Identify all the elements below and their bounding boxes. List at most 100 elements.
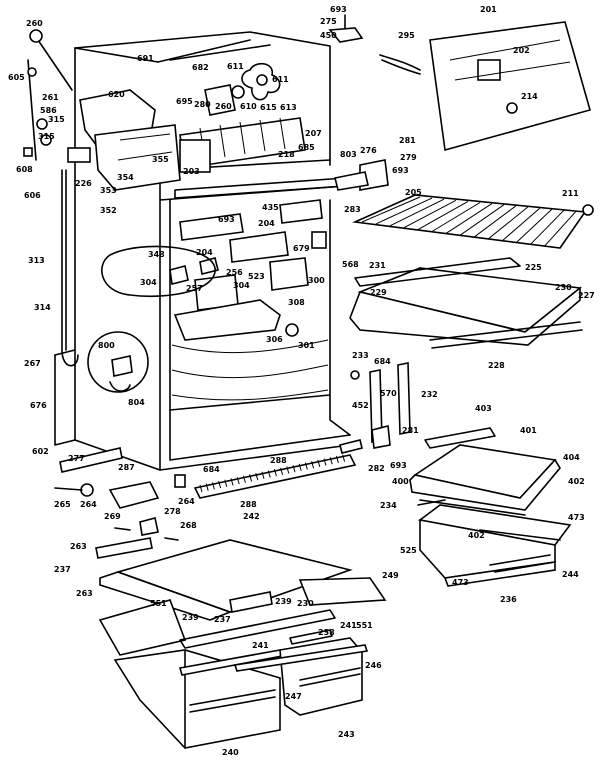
grille-slot [230, 478, 234, 486]
part-label-684: 684 [203, 465, 220, 474]
part-label-267: 267 [24, 359, 41, 368]
part-label-281: 281 [399, 136, 416, 145]
part-label-226: 226 [75, 179, 92, 188]
shelf-wire [459, 204, 505, 236]
part-label-243: 243 [338, 730, 355, 739]
part-label-203: 203 [183, 167, 200, 176]
shelf-wire [543, 210, 577, 248]
grille-slot [242, 475, 246, 483]
drawer-236 [418, 504, 572, 587]
grille-slot [273, 469, 277, 477]
center-brackets [169, 199, 327, 341]
part-label-605: 605 [8, 73, 25, 82]
part-label-229: 229 [370, 288, 387, 297]
knob-260 [29, 29, 43, 43]
part-label-693: 693 [330, 5, 347, 14]
grille-slot [317, 459, 321, 468]
part-label-400: 400 [392, 477, 409, 486]
grille-slot [211, 482, 215, 490]
shelf-wire [389, 198, 445, 227]
part-label-276: 276 [360, 146, 377, 155]
crisper-drawer-240 [113, 649, 284, 749]
part-label-240: 240 [222, 748, 239, 757]
grille-slot [218, 480, 222, 489]
part-label-287: 287 [118, 463, 135, 472]
crisper-rail [98, 599, 187, 656]
control-housing [67, 89, 181, 191]
part-label-225: 225 [525, 263, 542, 272]
part-label-613: 613 [280, 103, 297, 112]
part-label-268: 268 [180, 521, 197, 530]
bracket-232 [397, 362, 411, 435]
part-label-241: 241 [252, 641, 269, 650]
part-label-568: 568 [342, 260, 359, 269]
shelf-wire [431, 202, 481, 232]
grille-slot [205, 483, 209, 491]
callout-800 [87, 331, 149, 393]
part-label-551: 551 [356, 621, 373, 630]
part-label-204: 204 [196, 248, 213, 257]
callout-304 [101, 245, 216, 298]
part-label-301: 301 [298, 341, 315, 350]
part-label-249: 249 [382, 571, 399, 580]
grille-slot [286, 466, 290, 474]
part-label-473: 473 [568, 513, 585, 522]
part-label-348: 348 [148, 250, 165, 259]
part-label-354: 354 [117, 173, 134, 182]
part-label-315: 315 [38, 132, 55, 141]
grille-slot [292, 465, 296, 473]
part-label-353: 353 [100, 186, 117, 195]
part-label-283: 283 [344, 205, 361, 214]
part-label-679: 679 [293, 244, 310, 253]
part-label-684: 684 [374, 357, 391, 366]
part-label-207: 207 [305, 129, 322, 138]
drain-rod [37, 39, 73, 91]
part-label-615: 615 [260, 103, 277, 112]
part-label-230: 230 [297, 599, 314, 608]
part-label-214: 214 [521, 92, 538, 101]
part-label-620: 620 [108, 90, 125, 99]
part-label-260: 260 [215, 102, 232, 111]
part-label-611: 611 [227, 62, 244, 71]
part-label-236: 236 [500, 595, 517, 604]
part-label-234: 234 [380, 501, 397, 510]
shelf-wire [501, 207, 541, 242]
part-label-452: 452 [352, 401, 369, 410]
part-label-306: 306 [266, 335, 283, 344]
part-label-300: 300 [308, 276, 325, 285]
shelf-wire [403, 199, 457, 229]
part-label-682: 682 [192, 63, 209, 72]
part-label-695: 695 [176, 97, 193, 106]
part-label-228: 228 [488, 361, 505, 370]
evaporator-assembly [169, 44, 306, 173]
part-label-275: 275 [320, 17, 337, 26]
part-label-278: 278 [164, 507, 181, 516]
part-label-237: 237 [54, 565, 71, 574]
part-277 [59, 447, 123, 473]
part-label-804: 804 [128, 398, 145, 407]
part-label-202: 202 [513, 46, 530, 55]
part-label-205: 205 [405, 188, 422, 197]
grille-slot [329, 457, 333, 465]
part-label-352: 352 [100, 206, 117, 215]
part-287 [108, 481, 160, 509]
shelf-wire [361, 196, 421, 223]
shelf-wire [417, 200, 469, 231]
part-label-244: 244 [562, 570, 579, 579]
shelf-wire [473, 205, 517, 238]
part-label-800: 800 [98, 341, 115, 350]
part-label-269: 269 [104, 512, 121, 521]
part-label-435: 435 [262, 203, 279, 212]
part-label-279: 279 [400, 153, 417, 162]
part-label-402: 402 [568, 477, 585, 486]
part-label-315: 315 [48, 115, 65, 124]
part-label-602: 602 [32, 447, 49, 456]
part-label-261: 261 [42, 93, 59, 102]
part-label-525: 525 [400, 546, 417, 555]
part-label-238: 238 [318, 628, 335, 637]
grille-slot [224, 479, 228, 487]
part-label-611: 611 [272, 75, 289, 84]
part-label-314: 314 [34, 303, 51, 312]
